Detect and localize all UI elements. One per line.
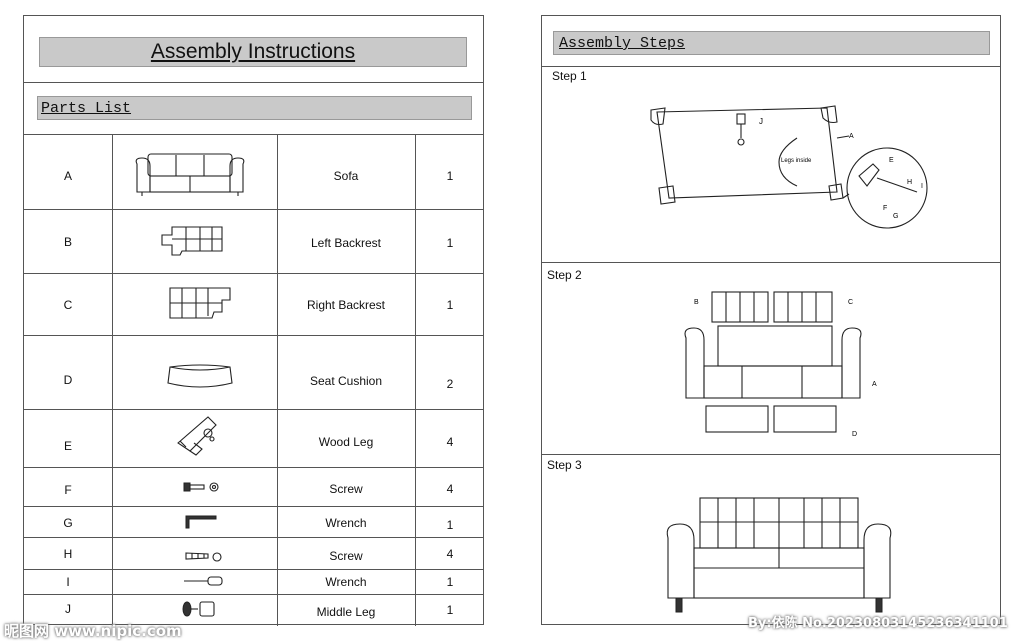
callout-i: I bbox=[921, 183, 923, 190]
steps-heading-bar: Assembly Steps bbox=[553, 31, 990, 55]
callout-h: H bbox=[907, 179, 912, 186]
callout-b: B bbox=[694, 299, 699, 306]
part-quantity: 4 bbox=[446, 547, 454, 561]
part-code: B bbox=[63, 235, 72, 249]
part-name: Left Backrest bbox=[310, 236, 382, 250]
part-name: Screw bbox=[329, 549, 363, 563]
part-name: Seat Cushion bbox=[309, 374, 383, 388]
document-title: Assembly Instructions bbox=[150, 40, 356, 63]
parts-heading-bar: Parts List bbox=[37, 96, 472, 120]
part-quantity: 1 bbox=[446, 575, 454, 589]
step-2-diagram: B C A D bbox=[682, 288, 892, 443]
part-code: H bbox=[63, 547, 73, 561]
part-quantity: 1 bbox=[446, 169, 454, 183]
screwdriver-icon bbox=[182, 574, 226, 592]
part-name: Middle Leg bbox=[316, 605, 376, 619]
step-label: Step 3 bbox=[547, 458, 582, 472]
screw-with-washer-icon bbox=[182, 480, 222, 499]
part-code: G bbox=[63, 516, 73, 530]
seat-cushion-icon bbox=[164, 361, 236, 398]
part-code: I bbox=[66, 575, 70, 589]
part-quantity: 4 bbox=[446, 435, 454, 449]
parts-list-heading: Parts List bbox=[41, 100, 132, 117]
callout-j: J bbox=[759, 117, 763, 126]
part-quantity: 1 bbox=[446, 236, 454, 250]
part-code: D bbox=[63, 373, 73, 387]
part-quantity: 1 bbox=[446, 603, 454, 617]
watermark-left: 昵图网 www.nipic.com bbox=[4, 622, 182, 640]
part-code: F bbox=[64, 483, 72, 497]
middle-leg-icon bbox=[180, 599, 220, 624]
part-name: Sofa bbox=[333, 169, 359, 183]
part-code: E bbox=[63, 439, 72, 453]
wood-screw-icon bbox=[184, 549, 224, 568]
part-quantity: 4 bbox=[446, 482, 454, 496]
step-label: Step 1 bbox=[552, 69, 587, 83]
callout-f: F bbox=[883, 205, 887, 212]
parts-list-panel: Assembly Instructions Parts List A Sofa bbox=[23, 15, 484, 626]
assembly-steps-heading: Assembly Steps bbox=[559, 35, 686, 52]
part-code: C bbox=[63, 298, 73, 312]
wood-leg-icon bbox=[172, 413, 224, 462]
callout-legs-inside: Legs inside bbox=[781, 158, 812, 164]
part-name: Wrench bbox=[325, 575, 367, 589]
part-name: Wood Leg bbox=[318, 435, 374, 449]
part-quantity: 2 bbox=[446, 377, 454, 391]
part-quantity: 1 bbox=[446, 518, 454, 532]
title-bar: Assembly Instructions bbox=[39, 37, 467, 67]
right-backrest-icon bbox=[168, 286, 234, 327]
step-label: Step 2 bbox=[547, 268, 582, 282]
part-code: J bbox=[65, 602, 71, 616]
allen-wrench-icon bbox=[184, 514, 220, 535]
part-name: Wrench bbox=[325, 516, 367, 530]
callout-a: A bbox=[849, 133, 854, 140]
callout-g: G bbox=[893, 213, 898, 220]
callout-e: E bbox=[889, 157, 894, 164]
callout-a: A bbox=[872, 381, 877, 388]
part-quantity: 1 bbox=[446, 298, 454, 312]
watermark-right: By:依陈 No.20230803145236341101 bbox=[748, 616, 1008, 631]
assembly-steps-panel: Assembly Steps Step 1 J Legs inside A E … bbox=[541, 15, 1001, 625]
callout-c: C bbox=[848, 299, 853, 306]
step-3-diagram bbox=[664, 494, 894, 627]
part-code: A bbox=[63, 169, 72, 183]
callout-d: D bbox=[852, 431, 857, 438]
sofa-icon bbox=[134, 152, 246, 203]
left-backrest-icon bbox=[158, 225, 226, 262]
step-1-diagram: J Legs inside A E H I F G bbox=[637, 102, 937, 243]
part-name: Right Backrest bbox=[306, 298, 386, 312]
part-name: Screw bbox=[329, 482, 363, 496]
